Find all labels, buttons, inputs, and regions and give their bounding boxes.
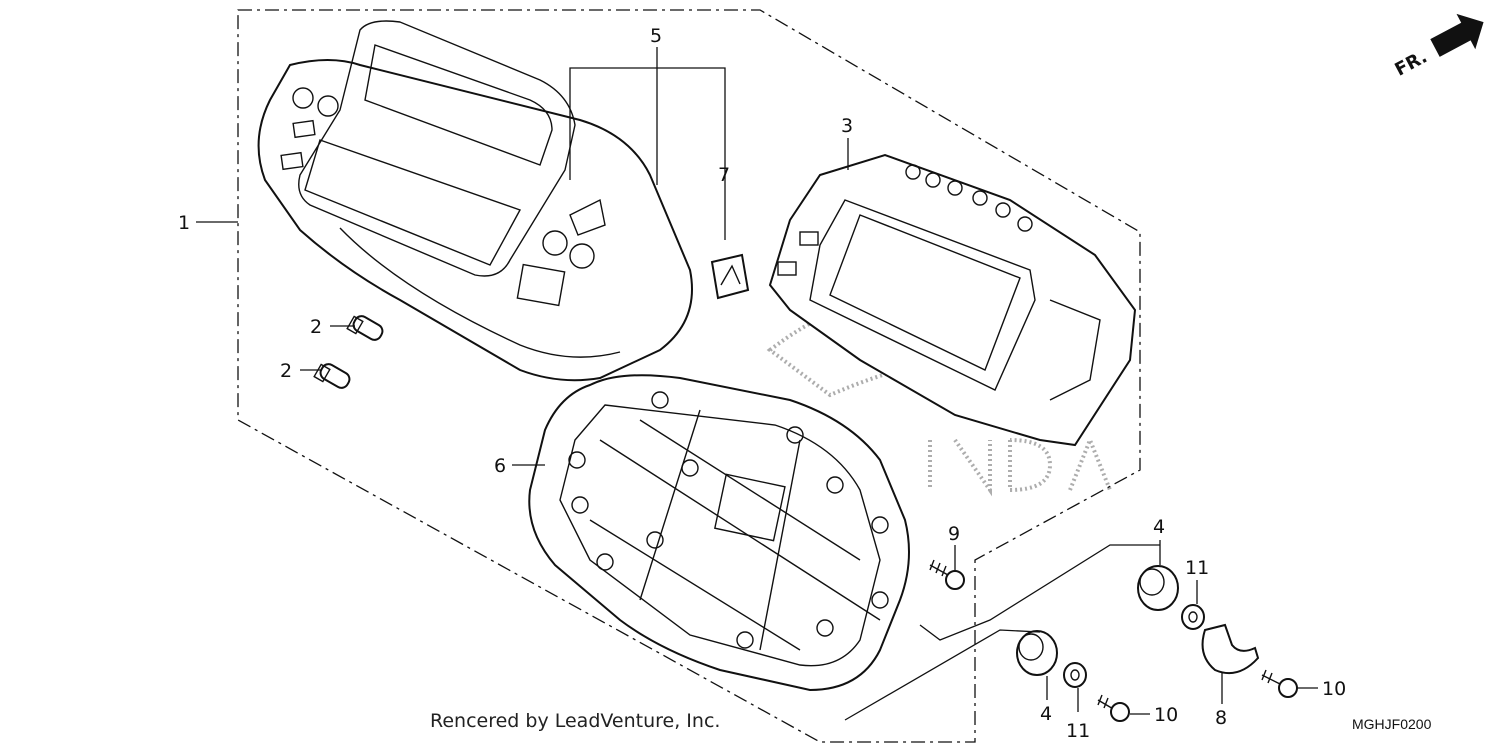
callout-9: 9 — [948, 523, 960, 545]
callout-6: 6 — [494, 455, 506, 477]
callout-10-upper: 10 — [1322, 678, 1346, 700]
callout-11-lower: 11 — [1066, 720, 1090, 742]
screw-part-upper-10 — [1261, 669, 1298, 698]
footer-credit: Rencered by LeadVenture, Inc. — [430, 710, 721, 732]
screw-part-lower-10 — [1097, 694, 1130, 722]
emblem-part — [710, 253, 750, 300]
meter-assembly-part — [768, 153, 1137, 447]
front-direction-label: FR. — [1392, 46, 1431, 80]
meter-cover-part — [257, 20, 693, 382]
grommet-part-lower — [1016, 630, 1058, 676]
callout-4-upper: 4 — [1153, 516, 1165, 538]
leader-lines — [196, 47, 1318, 721]
bulb-part-lower — [313, 363, 351, 389]
callout-2-lower: 2 — [280, 360, 292, 382]
callout-8: 8 — [1215, 707, 1227, 729]
callout-3: 3 — [841, 115, 853, 137]
callout-11-upper: 11 — [1185, 557, 1209, 579]
front-arrow-icon — [1430, 13, 1484, 57]
collar-part-upper — [1181, 604, 1205, 630]
collar-part-lower — [1063, 662, 1087, 688]
callout-2-upper: 2 — [310, 316, 322, 338]
callout-1: 1 — [178, 212, 190, 234]
clamp-part — [1201, 623, 1260, 674]
callout-4-lower: 4 — [1040, 703, 1052, 725]
callout-7: 7 — [718, 164, 730, 186]
lower-case-part — [528, 374, 910, 692]
callout-10-lower: 10 — [1154, 704, 1178, 726]
bulb-part-upper — [346, 315, 384, 341]
screw-part — [929, 559, 965, 590]
diagram-code: MGHJF0200 — [1352, 716, 1432, 732]
assembly-boundary — [237, 9, 1141, 743]
callout-5: 5 — [650, 25, 662, 47]
front-direction-indicator: FR. — [1392, 13, 1484, 81]
grommet-part-upper — [1137, 565, 1179, 611]
